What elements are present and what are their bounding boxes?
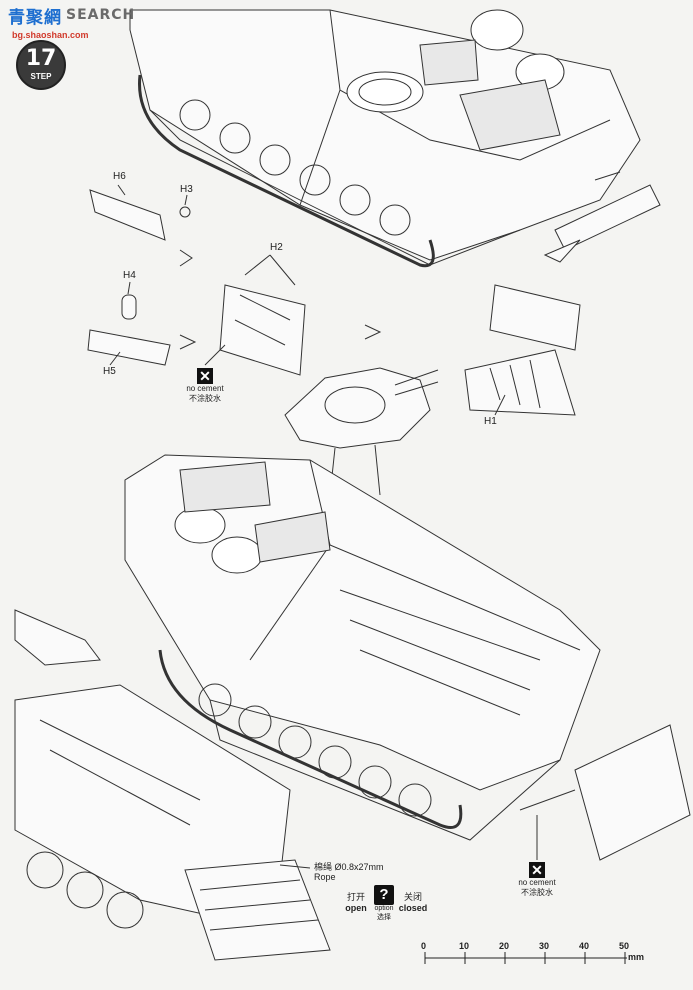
legend-open-cn: 打开 (346, 892, 365, 902)
question-icon: ? (374, 885, 394, 905)
main-vehicle-drawing (124, 454, 601, 841)
watermark-logo: 青聚網 SEARCH (8, 4, 136, 28)
legend-open: 打开 open (342, 890, 370, 913)
rope-spec-cn: 棉绳 Ø0.8x27mm (314, 862, 384, 872)
rope-label-en: Rope (314, 872, 336, 882)
scale-unit: mm (628, 952, 645, 962)
legend-closed-en: closed (398, 903, 428, 913)
legend-closed: 关闭 closed (398, 890, 428, 913)
part-label-h4: H4 (123, 270, 136, 281)
scale-tick-50: 50 (619, 941, 630, 951)
scale-tick-20: 20 (499, 941, 510, 951)
legend-option: ? option 选择 (368, 885, 400, 922)
top-vehicle-drawing (129, 9, 641, 268)
no-cement-x-icon: ✕ (529, 862, 545, 878)
legend-closed-cn: 关闭 (403, 892, 422, 902)
scale-tick-40: 40 (579, 941, 590, 951)
legend-option-cn: 选择 (377, 914, 391, 921)
no-cement-en: no cement (518, 878, 556, 887)
part-label-h5: H5 (103, 366, 116, 377)
no-cement-x-icon: ✕ (197, 368, 213, 384)
step-label: STEP (30, 72, 52, 81)
part-label-h6: H6 (113, 171, 126, 182)
no-cement-note-left: ✕ no cement 不涂胶水 (175, 368, 235, 404)
scale-tick-0: 0 (421, 941, 427, 951)
part-label-h2: H2 (270, 242, 283, 253)
watermark-url: bg.shaoshan.com (12, 30, 89, 40)
no-cement-en: no cement (186, 384, 224, 393)
no-cement-note-right: ✕ no cement 不涂胶水 (507, 862, 567, 898)
watermark-chinese: 青聚網 (8, 7, 62, 28)
scale-bar (424, 952, 627, 964)
scale-tick-30: 30 (539, 941, 550, 951)
no-cement-cn: 不涂胶水 (521, 888, 553, 897)
part-label-h3: H3 (180, 184, 193, 195)
bottom-vehicle-drawing (14, 609, 331, 961)
step-badge: 17 STEP (16, 40, 66, 90)
legend-option-en: option (374, 905, 394, 912)
watermark-brand: SEARCH (66, 7, 136, 23)
scale-tick-10: 10 (459, 941, 470, 951)
part-label-h1: H1 (484, 416, 497, 427)
no-cement-cn: 不涂胶水 (189, 394, 221, 403)
legend-open-en: open (345, 903, 367, 913)
step-number: 17 (25, 46, 57, 71)
